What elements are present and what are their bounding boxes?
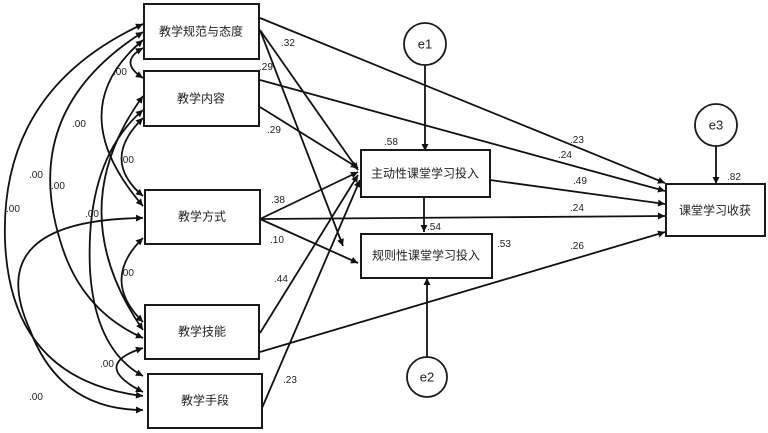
box-means: 教学手段 bbox=[147, 373, 263, 429]
label-active: 主动性课堂学习投入 bbox=[371, 166, 479, 181]
covariance-content-method bbox=[120, 117, 144, 197]
r2-regular: .53 bbox=[497, 239, 511, 250]
covariance-content-means bbox=[88, 109, 144, 377]
label-regular: 规则性课堂学习投入 bbox=[372, 248, 480, 263]
covariance-norm-means bbox=[4, 23, 144, 399]
path-active-gain bbox=[489, 179, 666, 207]
path-content-active bbox=[259, 106, 359, 169]
path-norm-gain bbox=[259, 17, 666, 184]
covariance-norm-content bbox=[129, 47, 144, 79]
covariance-method-means bbox=[17, 214, 144, 414]
r2-gain: .82 bbox=[727, 172, 741, 183]
covariance-norm-skill bbox=[49, 31, 144, 339]
coef-skill-gain: .26 bbox=[570, 241, 584, 252]
cov-norm-content: .00 bbox=[113, 67, 127, 78]
box-norm: 教学规范与态度 bbox=[143, 3, 260, 60]
label-e3: e3 bbox=[709, 117, 723, 132]
label-norm: 教学规范与态度 bbox=[159, 24, 243, 39]
path-method-active bbox=[259, 171, 359, 220]
path-method-regular bbox=[259, 218, 359, 264]
cov-norm-method: .00 bbox=[72, 119, 86, 130]
label-means: 教学手段 bbox=[181, 393, 229, 408]
cov-content-means: .00 bbox=[85, 209, 99, 220]
path-skill-active bbox=[259, 174, 359, 334]
coef-active-gain: .49 bbox=[573, 176, 587, 187]
coef-method-regular: .10 bbox=[270, 235, 284, 246]
coef-content-gain: .24 bbox=[558, 150, 572, 161]
coef-means-active: .23 bbox=[283, 375, 297, 386]
path-skill-gain bbox=[259, 230, 666, 353]
path-content-gain bbox=[259, 79, 666, 193]
box-gain: 课堂学习收获 bbox=[665, 183, 766, 237]
error-e1: e1 bbox=[403, 22, 447, 66]
label-content: 教学内容 bbox=[177, 91, 225, 106]
cov-content-skill: .00 bbox=[51, 181, 65, 192]
path-means-active bbox=[261, 179, 361, 409]
cov-skill-means: .00 bbox=[100, 359, 114, 370]
cov-method-means: .00 bbox=[29, 392, 43, 403]
path-method-gain bbox=[259, 212, 666, 220]
cov-content-method: .00 bbox=[120, 155, 134, 166]
coef-norm-gain: .23 bbox=[570, 135, 584, 146]
box-method: 教学方式 bbox=[144, 189, 261, 245]
box-content: 教学内容 bbox=[143, 70, 260, 127]
cov-norm-skill: .00 bbox=[29, 170, 43, 181]
coef-method-active: .38 bbox=[271, 195, 285, 206]
path-norm-active bbox=[259, 29, 359, 171]
coef-norm-active: .32 bbox=[281, 38, 295, 49]
covariance-method-skill bbox=[120, 237, 144, 323]
label-method: 教学方式 bbox=[178, 209, 226, 224]
coef-content-active: .29 bbox=[259, 62, 273, 73]
r2-active: .58 bbox=[384, 137, 398, 148]
box-skill: 教学技能 bbox=[144, 304, 260, 360]
directed-paths bbox=[259, 17, 720, 409]
path-norm-regular bbox=[259, 29, 344, 247]
covariance-skill-means bbox=[115, 346, 144, 393]
error-e2: e2 bbox=[406, 356, 448, 398]
covariance-content-skill bbox=[100, 95, 144, 331]
coefficient-labels: .32 .29 .29 .23 .24 .58 .49 .38 .24 .54 … bbox=[6, 38, 741, 403]
label-e2: e2 bbox=[420, 369, 434, 384]
box-active: 主动性课堂学习投入 bbox=[360, 149, 491, 198]
cov-method-skill: .00 bbox=[120, 268, 134, 279]
label-e1: e1 bbox=[418, 36, 432, 51]
coef-content-regular: .29 bbox=[267, 125, 281, 136]
covariances bbox=[4, 23, 144, 414]
coef-skill-active: .44 bbox=[274, 274, 288, 285]
coef-active-regular: .54 bbox=[427, 222, 441, 233]
cov-norm-means: .00 bbox=[6, 204, 20, 215]
box-regular: 规则性课堂学习投入 bbox=[360, 233, 493, 279]
label-skill: 教学技能 bbox=[178, 324, 226, 339]
covariance-norm-method bbox=[100, 39, 144, 207]
label-gain: 课堂学习收获 bbox=[679, 203, 751, 218]
error-e3: e3 bbox=[694, 103, 738, 147]
coef-method-gain: .24 bbox=[570, 203, 584, 214]
